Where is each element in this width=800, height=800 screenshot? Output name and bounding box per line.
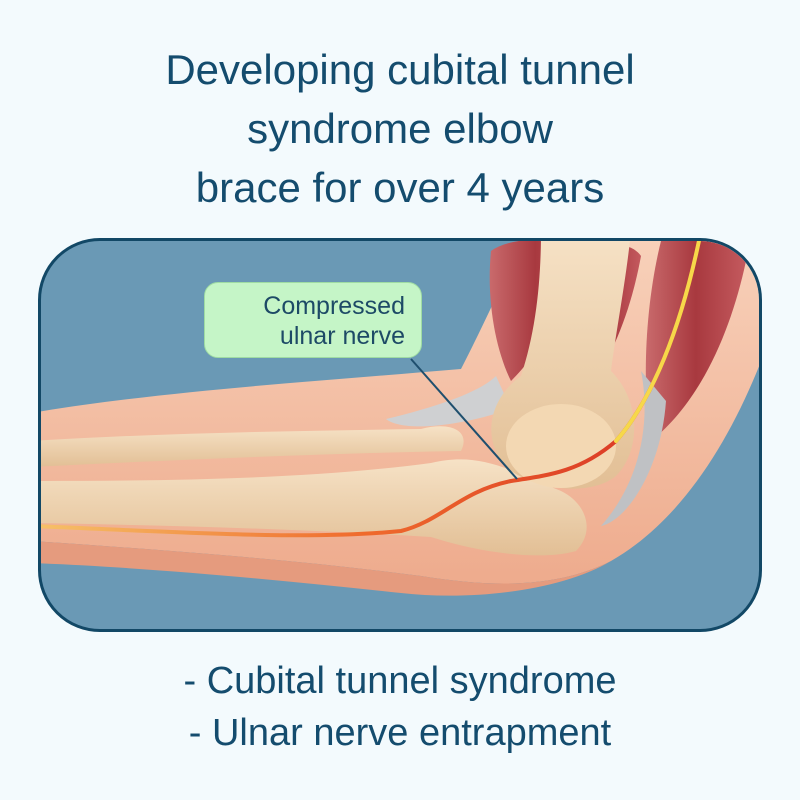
title-line-2: syndrome elbow — [247, 105, 553, 152]
elbow-anatomy-svg — [41, 241, 759, 596]
title-line-1: Developing cubital tunnel — [165, 46, 635, 93]
page-title: Developing cubital tunnel syndrome elbow… — [40, 40, 760, 217]
condition-item: - Cubital tunnel syndrome — [183, 660, 617, 702]
condition-item: - Ulnar nerve entrapment — [188, 712, 612, 754]
radius-bone — [41, 426, 464, 467]
compressed-ulnar-nerve-callout: Compressed ulnar nerve — [204, 282, 422, 358]
title-line-3: brace for over 4 years — [195, 164, 605, 211]
ulnar-nerve-upper — [614, 241, 701, 443]
elbow-joint — [506, 404, 616, 488]
condition-list: - Cubital tunnel syndrome - Ulnar nerve … — [40, 655, 760, 759]
arm-skin-shadow — [41, 541, 611, 596]
ulna-bone — [41, 459, 587, 556]
callout-leader-line — [410, 358, 518, 480]
triceps-muscle — [645, 241, 746, 441]
tendon-lower — [601, 371, 666, 526]
callout-line-1: Compressed — [263, 292, 405, 320]
callout-line-2: ulnar nerve — [279, 322, 405, 350]
